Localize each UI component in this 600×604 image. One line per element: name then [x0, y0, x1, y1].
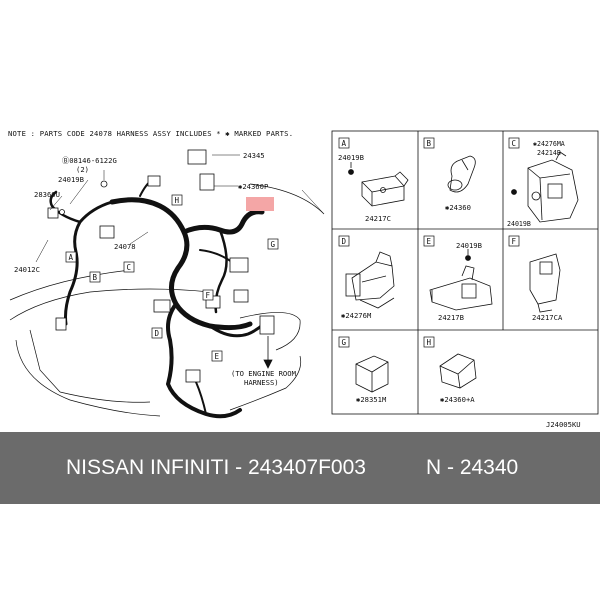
box-letter-d: D [342, 237, 347, 246]
callout-24345: 24345 [243, 151, 265, 160]
box-c-label-2: 24214B [537, 149, 561, 157]
box-b-boot-drawing [447, 155, 476, 193]
callout-leaders [35, 154, 325, 263]
box-g-relay-drawing [355, 355, 389, 393]
diagram-note: NOTE : PARTS CODE 24078 HARNESS ASSY INC… [8, 129, 293, 138]
connector-letter-g: G [271, 240, 276, 249]
box-letter-frames [338, 137, 520, 348]
box-e-bracket-drawing [429, 249, 493, 311]
callout-24019b: 24019B [58, 175, 84, 184]
banner-part-code: N - 24340 [426, 456, 519, 479]
box-f-clip-drawing [529, 253, 561, 313]
box-b-label-1: ✱24360 [445, 203, 471, 212]
connector-letter-f: F [206, 291, 211, 300]
connector-letter-e: E [215, 352, 220, 361]
box-c-fuse-block-drawing [511, 151, 579, 223]
callout-24012c: 24012C [14, 265, 40, 274]
engine-bay-outline [9, 183, 325, 417]
connector-letter-h: H [175, 196, 180, 205]
box-letter-g: G [342, 338, 347, 347]
box-a-bracket-drawing [348, 162, 409, 207]
connector-letter-b: B [93, 273, 98, 282]
box-c-label-1: ✱24276MA [532, 140, 565, 148]
box-g-label-1: ✱28351M [356, 395, 387, 404]
connector-letter-frames [65, 194, 279, 362]
connector-letter-a: A [69, 253, 74, 262]
box-a-label-1: 24019B [338, 153, 364, 162]
callout-08146: Ⓑ08146-6122G [62, 156, 117, 165]
box-e-label-1: 24019B [456, 241, 482, 250]
box-c-label-3: 24019B [507, 220, 531, 228]
connector-letter-c: C [127, 263, 132, 272]
box-d-label-1: ✱24276M [341, 311, 372, 320]
box-letter-c: C [512, 139, 517, 148]
box-letter-f: F [512, 237, 517, 246]
callout-24078: 24078 [114, 242, 136, 251]
highlighted-part-marker [246, 197, 274, 211]
box-letter-b: B [427, 139, 432, 148]
part-number-banner: NISSAN INFINITI - 243407F003 N - 24340 [0, 432, 600, 504]
box-f-label-1: 24217CA [532, 313, 563, 322]
box-d-connector-drawing [345, 251, 395, 309]
connector-letter-d: D [155, 329, 160, 338]
callout-08146-qty: (2) [76, 165, 89, 174]
box-h-cover-drawing [439, 353, 477, 389]
callout-engine-room-1: (TO ENGINE ROOM [231, 369, 297, 378]
callout-24360p: ✱24360P [238, 182, 268, 191]
figure-code: J24005KU [546, 420, 581, 429]
engine-room-arrow [263, 336, 273, 369]
callout-engine-room-2: HARNESS) [244, 378, 279, 387]
harness-connectors [47, 149, 275, 383]
box-e-label-2: 24217B [438, 313, 464, 322]
box-a-label-2: 24217C [365, 214, 391, 223]
box-h-label-1: ✱24360+A [440, 395, 475, 404]
box-letter-e: E [427, 237, 432, 246]
banner-part-title: NISSAN INFINITI - 243407F003 [66, 456, 366, 479]
callout-28360u: 28360U [34, 190, 60, 199]
detail-grid [331, 130, 599, 415]
box-letter-h: H [427, 338, 432, 347]
box-letter-a: A [342, 139, 347, 148]
